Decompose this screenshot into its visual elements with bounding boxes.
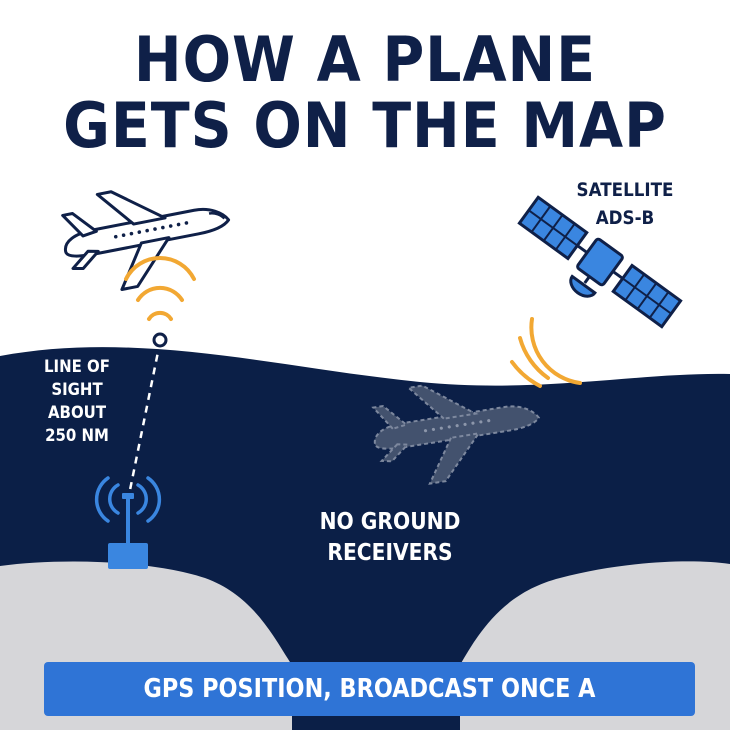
banner xyxy=(44,662,695,716)
ground-receiver-icon xyxy=(94,476,162,569)
page-title-line-1: HOW A PLANE xyxy=(133,23,597,96)
page-title-line-2: GETS ON THE MAP xyxy=(63,89,667,162)
satellite-label: SATELLITE ADS-B xyxy=(576,179,674,229)
satellite-signal-waves-icon xyxy=(510,317,582,388)
banner-text: GPS POSITION, BROADCAST ONCE A SECOND xyxy=(143,674,596,730)
satellite-icon xyxy=(517,195,683,329)
no-ground-receivers-label: NO GROUND RECEIVERS xyxy=(319,509,461,566)
airplane-icon xyxy=(61,190,231,291)
ghost-airplane-icon xyxy=(371,384,541,485)
signal-point xyxy=(152,332,168,348)
line-of-sight-label: LINE OF SIGHT ABOUT 250 NM xyxy=(44,357,110,446)
signal-waves-icon xyxy=(124,256,196,321)
